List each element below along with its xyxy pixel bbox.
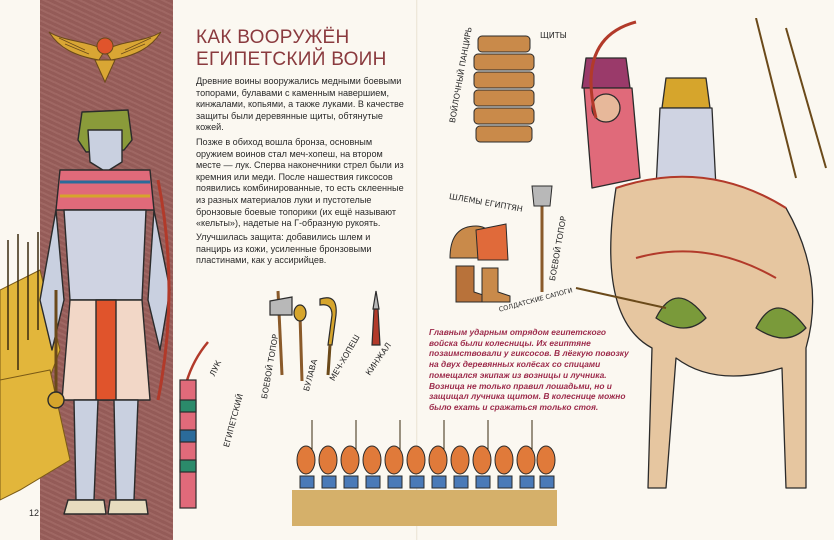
bow-quiver-illustration — [179, 341, 209, 509]
page-gutter — [416, 0, 418, 540]
label-helmets: ШЛЕМЫ ЕГИПТЯН — [448, 192, 524, 214]
chariot-caption: Главным ударным отрядом египетского войс… — [429, 327, 629, 412]
marching-army-illustration — [292, 420, 557, 526]
body-paragraph-1: Древние воины вооружались медными боевым… — [196, 76, 404, 133]
helmets-illustration — [449, 223, 509, 261]
body-paragraph-3: Улучшилась защита: добавились шлем и пан… — [196, 232, 372, 266]
label-shields: ЩИТЫ — [540, 31, 567, 40]
title-line-1: КАК ВООРУЖЁН — [196, 27, 350, 48]
title-line-2: ЕГИПЕТСКИЙ ВОИН — [196, 49, 387, 70]
winged-sun-emblem — [48, 31, 162, 84]
page-number: 12 — [29, 508, 40, 518]
weapons-illustration — [269, 290, 381, 382]
battle-axe-illustration — [531, 185, 553, 292]
body-paragraph-2: Позже в обиход вошла бронза, основным ор… — [196, 137, 404, 229]
boots-illustration — [455, 265, 511, 303]
chariot-illustration — [575, 18, 827, 489]
egyptian-warrior-illustration — [39, 109, 171, 515]
armor-illustration — [473, 35, 535, 143]
page-title: КАК ВООРУЖЁН ЕГИПЕТСКИЙ ВОИН — [196, 27, 401, 71]
